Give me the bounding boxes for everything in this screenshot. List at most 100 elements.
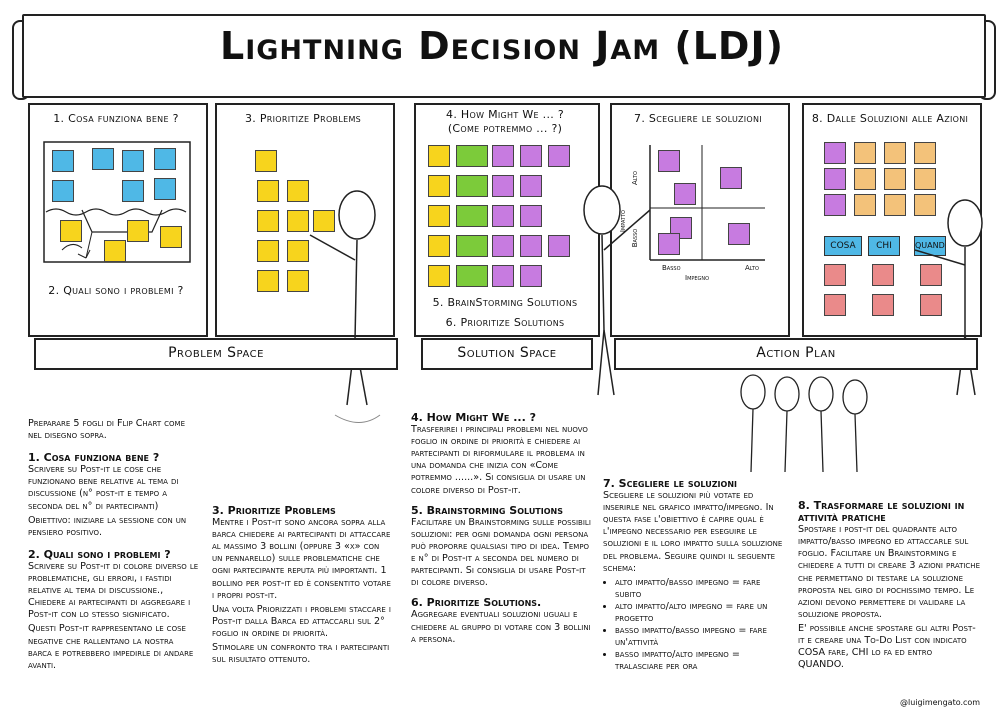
postit-yellow [160, 226, 182, 248]
column-2-text: 3. Prioritize Problems Mentre i Post-it … [212, 504, 392, 668]
postit-yellow [104, 240, 126, 262]
step-1-body: Scrivere su Post-it le cose che funziona… [28, 464, 179, 512]
postit-purple [520, 145, 542, 167]
postit-yellow [127, 220, 149, 242]
postit-yellow [257, 240, 279, 262]
postit-blue [52, 150, 74, 172]
postit-orange [854, 142, 876, 164]
hmw-postit-grid [428, 145, 588, 287]
postit-yellow [428, 175, 450, 197]
postit-purple [520, 265, 542, 287]
matrix-x-label: Impegno [685, 274, 710, 282]
postit-purple [548, 235, 570, 257]
postit-purple [520, 235, 542, 257]
step-8-body-2: E' possibile anche spostare gli altri Po… [798, 622, 976, 671]
postit-blue [122, 180, 144, 202]
postit-orange [854, 168, 876, 190]
postit-green [456, 205, 488, 227]
postit-purple [720, 167, 742, 189]
step-1-title: 1. Cosa funziona bene ? [28, 451, 160, 465]
postit-orange [914, 168, 936, 190]
column-5-text: 8. Trasformare le soluzioni in attività … [798, 499, 980, 673]
panel-title-hmw-it: (Come potremmo ... ?) [447, 122, 563, 135]
postit-yellow [428, 265, 450, 287]
list-item: alto impatto/alto impegno = fare un prog… [615, 601, 787, 625]
step-5-body: Facilitare un Brainstorming sulle possib… [411, 516, 591, 589]
stick-figure-icon [309, 190, 381, 423]
column-1-text: Preparare 5 fogli di Flip Chart come nel… [28, 418, 200, 674]
solution-space-bar: Solution Space [421, 338, 593, 370]
stick-figure-icon [914, 199, 983, 396]
matrix-x-low: Basso [662, 264, 681, 272]
panel-title-what-works: 1. Cosa funziona bene ? [53, 112, 179, 125]
postit-red [872, 264, 894, 286]
postit-purple [520, 205, 542, 227]
postit-purple [824, 168, 846, 190]
step-4-body: Trasferirei i principali problemi nel nu… [411, 424, 588, 496]
postit-purple [824, 142, 846, 164]
panel-title-hmw: 4. How Might We ... ? [446, 108, 564, 121]
postit-purple [548, 145, 570, 167]
panel-title-choose: 7. Scegliere le soluzioni [634, 112, 762, 125]
postit-red [824, 264, 846, 286]
action-label-what: COSA [824, 236, 862, 256]
postit-yellow [287, 210, 309, 232]
step-3-body-3: Stimolare un confronto tra i partecipant… [212, 642, 390, 666]
postit-yellow [257, 180, 279, 202]
postit-green [456, 265, 488, 287]
panel-title-problems: 2. Quali sono i problemi ? [48, 284, 184, 297]
postit-purple [728, 223, 750, 245]
action-label-when: QUANDO [914, 236, 946, 256]
postit-yellow [428, 205, 450, 227]
boat-sketch [43, 141, 191, 263]
postit-purple [492, 235, 514, 257]
problem-space-bar: Problem Space [34, 338, 398, 370]
postit-yellow [313, 210, 335, 232]
postit-purple [520, 175, 542, 197]
postit-purple [492, 175, 514, 197]
postit-red [872, 294, 894, 316]
postit-yellow [257, 210, 279, 232]
action-postits [822, 142, 972, 322]
step-2-title: 2. Quali sono i problemi ? [28, 547, 171, 561]
postit-purple [658, 233, 680, 255]
panel-title-prioritize-solutions: 6. Prioritize Solutions [445, 316, 565, 329]
step-1-goal: Obiettivo: iniziare la sessione con un p… [28, 514, 187, 538]
step-3-title: 3. Prioritize Problems [212, 504, 336, 517]
postit-blue [154, 178, 176, 200]
postit-yellow [428, 145, 450, 167]
group-figures-icon [740, 374, 868, 473]
postit-orange [884, 142, 906, 164]
postit-purple [492, 205, 514, 227]
column-4-text: 7. Scegliere le soluzioni Scegliere le s… [603, 477, 787, 674]
prioritized-postits [255, 150, 345, 300]
postit-red [920, 294, 942, 316]
title-banner [22, 14, 986, 98]
panel-title-brainstorm: 5. BrainStorming Solutions [432, 296, 578, 309]
boat-flipchart [42, 140, 192, 265]
credit: @luigimengato.com [900, 698, 981, 707]
panel-title-prioritize-problems: 3. Prioritize Problems [244, 112, 362, 125]
list-item: alto impatto/basso impegno = fare subito [615, 577, 787, 601]
postit-orange [884, 168, 906, 190]
step-4-title: 4. How Might We ... ? [411, 411, 536, 424]
postit-purple [492, 265, 514, 287]
postit-green [456, 175, 488, 197]
postit-yellow [287, 180, 309, 202]
page-title: Lightning Decision Jam (LDJ) [220, 24, 784, 68]
postit-blue [122, 150, 144, 172]
postit-blue [154, 148, 176, 170]
step-3-body: Mentre i Post-it sono ancora sopra alla … [212, 517, 391, 601]
postit-purple [658, 150, 680, 172]
postit-green [456, 235, 488, 257]
step-2-body-2: Questi Post-it rappresentano le cose neg… [28, 623, 194, 671]
postit-orange [854, 194, 876, 216]
postit-yellow [60, 220, 82, 242]
step-6-body: Aggregare eventuali soluzioni uguali e c… [411, 609, 591, 645]
step-7-list: alto impatto/basso impegno = fare subito… [603, 577, 787, 674]
stick-figure-icon [583, 185, 651, 396]
postit-red [920, 264, 942, 286]
impact-effort-matrix [649, 145, 765, 261]
postit-yellow [287, 240, 309, 262]
list-item: basso impatto/basso impegno = fare un'at… [615, 625, 787, 649]
